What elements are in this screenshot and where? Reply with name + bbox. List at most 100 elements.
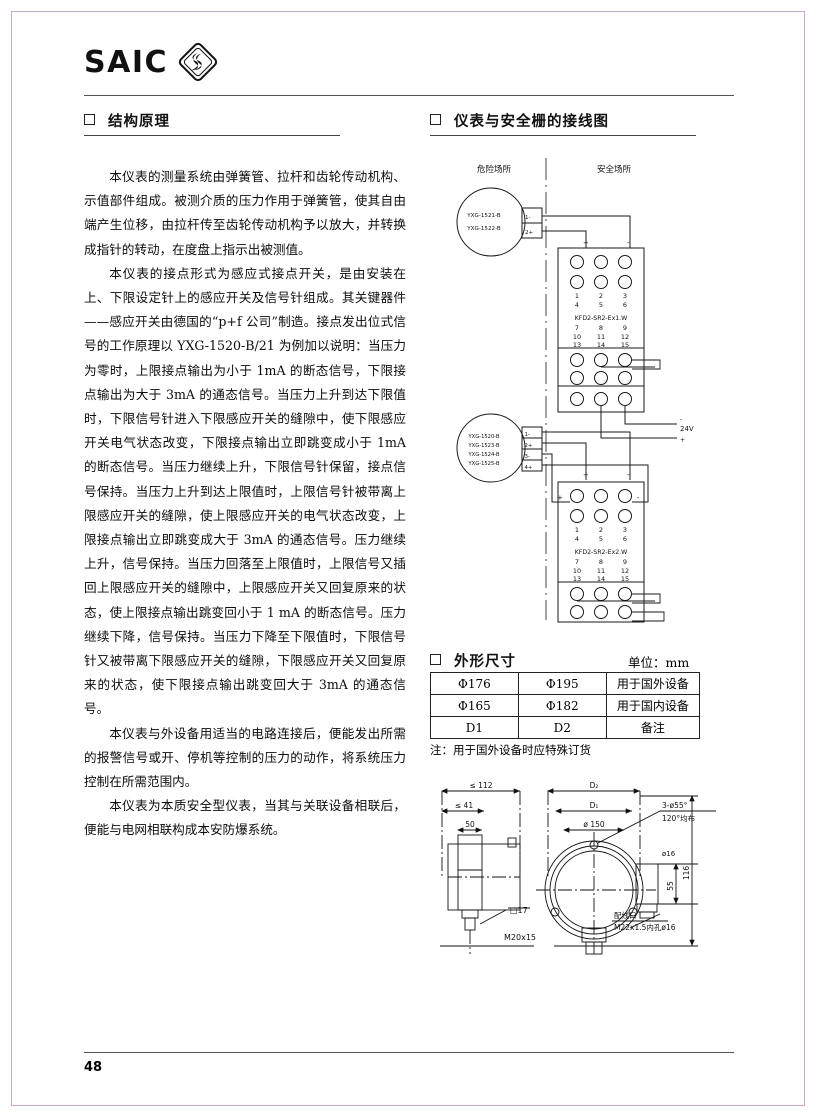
section-title-structure: 结构原理: [108, 114, 170, 130]
gauge-top-terminal-1: 1-: [525, 215, 531, 221]
barrier-top-num: 1: [575, 292, 579, 300]
cell-remark-foreign: 用于国外设备: [605, 672, 701, 695]
barrier-top-num: 5: [599, 301, 603, 309]
bullet-square-icon: [430, 114, 441, 125]
dim-h55: 55: [666, 881, 675, 891]
gauge-top-body: [456, 187, 526, 257]
gauge-top-model-2: YXG-1522-B: [466, 226, 501, 232]
mounting-hole-left: [550, 907, 560, 917]
brand-logo: SAIC: [84, 42, 734, 82]
wire-24v-top-minus: [624, 406, 677, 425]
barrier-top-num: 3: [623, 292, 627, 300]
barrier-top-num: 4: [575, 301, 579, 309]
header-d1: D1: [430, 716, 519, 739]
barrier-bottom-plus-upper: +: [583, 471, 589, 479]
barrier-bottom-num: 12: [621, 567, 629, 575]
mounting-hole-top: [589, 840, 599, 850]
barrier-bottom-model: KFD2-SR2-Ex2.W: [575, 549, 628, 556]
dimensions-note: 注：用于国外设备时应特殊订货: [430, 743, 591, 757]
dimensions-table: Φ176 Φ195 用于国外设备 Φ165 Φ182 用于国内设备 D1 D2 …: [430, 672, 701, 739]
footer-divider: [84, 1052, 734, 1053]
label-cable-thread: M22x1.5内孔ø16: [614, 922, 676, 932]
gauge-bottom-terminal-3: 3-: [525, 454, 530, 460]
section-title-dimensions: 外形尺寸: [454, 654, 516, 670]
side-view-column: [457, 834, 483, 911]
dimensions-unit-label: 单位：mm: [628, 655, 690, 670]
wire-top-2: [542, 230, 587, 248]
barrier-bottom-num: 4: [575, 535, 579, 543]
barrier-bottom-num: 9: [623, 558, 627, 566]
barrier-top-num: 11: [597, 333, 605, 341]
dim-fifty: 50: [465, 820, 475, 829]
barrier-top-num: 8: [599, 324, 603, 332]
label-hazardous-zone: 危险场所: [477, 164, 512, 175]
barrier-bottom-num: 2: [599, 526, 603, 534]
gauge-bottom-terminal-4: 4+: [525, 465, 533, 471]
barrier-bottom-num: 10: [573, 567, 581, 575]
supply-top-minus: -: [680, 416, 682, 423]
page-border-frame: [11, 11, 805, 1106]
label-holes: 3-ø55°: [662, 801, 688, 810]
label-square-17: □17: [510, 906, 528, 915]
section-heading-dimensions: 外形尺寸: [430, 650, 700, 680]
barrier-top-num: 14: [597, 341, 605, 349]
header-d2: D2: [517, 716, 607, 739]
table-row: Φ176 Φ195 用于国外设备: [430, 672, 701, 695]
label-d16: ø16: [662, 850, 676, 858]
structure-body-text: 本仪表的测量系统由弹簧管、拉杆和齿轮传动机构、示值部件组成。被测介质的压力作用于…: [84, 165, 406, 843]
barrier-top-plus: +: [583, 239, 589, 247]
barrier-bottom-minus-lower: -: [637, 494, 640, 502]
dim-d2: D₂: [590, 781, 599, 790]
barrier-bottom-plus-lower: +: [557, 494, 563, 502]
cell-remark-domestic: 用于国内设备: [605, 694, 701, 717]
section-underline: [430, 135, 696, 136]
brand-name: SAIC: [84, 44, 169, 80]
gauge-bottom-model-1: YXG-1520-B: [467, 434, 500, 440]
table-row: Φ165 Φ182 用于国内设备: [430, 694, 701, 717]
paragraph-3: 本仪表与外设备用适当的电路连接后，便能发出所需的报警信号或开、停机等控制的压力的…: [84, 725, 406, 790]
barrier-bottom-num: 1: [575, 526, 579, 534]
barrier-top-num: 13: [573, 341, 581, 349]
barrier-bottom-num: 11: [597, 567, 605, 575]
barrier-top-num: 12: [621, 333, 629, 341]
barrier-top-num: 15: [621, 341, 629, 349]
barrier-bottom-num: 5: [599, 535, 603, 543]
section-title-wiring: 仪表与安全栅的接线图: [454, 114, 609, 130]
cell-d1-foreign: Φ176: [430, 672, 519, 695]
barrier-top-num: 6: [623, 301, 627, 309]
paragraph-1: 本仪表的测量系统由弹簧管、拉杆和齿轮传动机构、示值部件组成。被测介质的压力作用于…: [84, 169, 406, 257]
label-cable-entry: 配线口: [614, 910, 637, 920]
section-underline: [84, 135, 340, 136]
wire-top-1: [542, 215, 631, 248]
barrier-top-num: 10: [573, 333, 581, 341]
barrier-bottom-relay-body: [557, 581, 645, 623]
label-safe-zone: 安全场所: [597, 164, 632, 175]
front-view-boss: [635, 863, 659, 905]
supply-top-label: 24V: [680, 425, 694, 433]
bullet-square-icon: [84, 114, 95, 125]
barrier-top-num: 7: [575, 324, 579, 332]
dim-d1: D₁: [590, 801, 599, 810]
dim-bolt-circle: ø 150: [583, 820, 605, 829]
dim-h116: 116: [682, 866, 691, 881]
bullet-square-icon: [430, 654, 441, 665]
header-divider: [84, 95, 734, 96]
label-hole-spacing: 120°均布: [662, 813, 696, 823]
barrier-bottom-num: 6: [623, 535, 627, 543]
page-header: SAIC: [84, 42, 734, 94]
page-number: 48: [84, 1060, 103, 1075]
barrier-top-minus: -: [627, 239, 630, 247]
barrier-top-num: 2: [599, 292, 603, 300]
gauge-top-terminal-2: 2+: [525, 230, 534, 236]
side-view-nut: [461, 909, 479, 919]
front-view-stem: [585, 941, 603, 955]
table-header-row: D1 D2 备注: [430, 716, 701, 739]
side-view-stem: [464, 917, 476, 931]
barrier-top-num: 9: [623, 324, 627, 332]
paragraph-4: 本仪表为本质安全型仪表，当其与关联设备相联后，便能与电网相联构成本安防爆系统。: [84, 798, 406, 838]
dim-depth-max: ≤ 41: [455, 801, 473, 810]
label-thread-m20: M20x15: [504, 933, 536, 942]
barrier-bottom-minus-upper: -: [627, 471, 630, 479]
gauge-bottom-terminal-2: 2+: [525, 443, 533, 449]
section-heading-structure: 结构原理: [84, 110, 340, 140]
